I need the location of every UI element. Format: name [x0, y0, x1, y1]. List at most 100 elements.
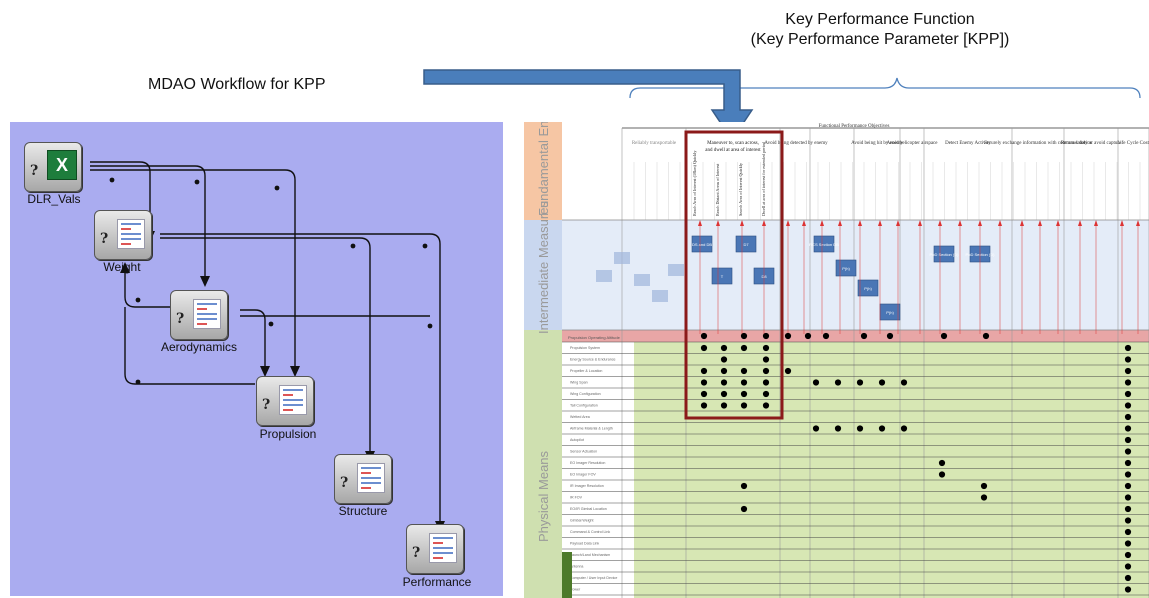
unknown-status-icon: ? [340, 475, 349, 491]
node-propulsion[interactable]: ? [256, 376, 314, 426]
relationship-dot [1124, 528, 1132, 536]
relationship-dot [1124, 448, 1132, 455]
relationship-dot [878, 425, 886, 432]
relationship-dot [1124, 471, 1132, 478]
relationship-dot [740, 379, 748, 386]
red-arrowhead [698, 220, 702, 226]
relationship-dot [740, 390, 748, 398]
red-arrowhead [958, 220, 962, 226]
relationship-dot [900, 425, 908, 432]
relationship-dot [700, 332, 708, 340]
node-aerodynamics[interactable]: ? [170, 290, 228, 340]
relationship-dot [720, 367, 728, 375]
node-weight[interactable]: ? [94, 210, 152, 260]
document-icon [279, 385, 307, 415]
group-header: Avoid being hit by enemy [851, 141, 903, 146]
group-header: Securely exchange information with comma… [984, 141, 1093, 146]
red-arrowhead [1056, 220, 1060, 226]
band-bg-fundamental [524, 122, 562, 220]
node-label-dlr-vals: DLR_Vals [27, 192, 81, 206]
red-arrowhead [878, 220, 882, 226]
red-arrowhead [1094, 220, 1098, 226]
faded-measure-box [668, 264, 684, 276]
relationship-dot [720, 390, 728, 398]
row-label: Wetted Area [570, 415, 590, 419]
relationship-dot [804, 332, 812, 340]
relationship-dot [1124, 402, 1132, 409]
measure-box-label: RCS Section DB [809, 242, 839, 247]
group-header: Reliably transportable [632, 141, 677, 146]
mdao-label: MDAO Workflow for KPP [148, 76, 326, 93]
red-arrowhead [918, 220, 922, 226]
relationship-dot [784, 367, 792, 375]
relationship-dot [834, 425, 842, 432]
band-bg-physical [524, 330, 562, 598]
relationship-dot [1124, 379, 1132, 386]
node-dlr-vals[interactable]: ? X [24, 142, 82, 192]
header-text: Functional Performance Objectives [819, 124, 890, 129]
node-label-propulsion: Propulsion [259, 427, 317, 441]
kpf-title: Key Performance Function (Key Performanc… [700, 10, 1060, 50]
relationship-dot [1124, 494, 1132, 501]
relationship-dot [740, 402, 748, 409]
first-row-bg [562, 330, 1149, 342]
relationship-dot [886, 332, 894, 340]
measure-box [735, 235, 757, 253]
measure-box [933, 245, 955, 263]
measure-box-label: PoD Section (D) [966, 252, 996, 257]
relationship-dot [812, 425, 820, 432]
relationship-dot [740, 332, 748, 340]
relationship-dot [784, 332, 792, 340]
red-arrowhead [1136, 220, 1140, 226]
node-performance[interactable]: ? [406, 524, 464, 574]
relationship-dot [762, 379, 770, 386]
red-arrowhead [802, 220, 806, 226]
relationship-dot [1124, 413, 1132, 421]
measure-box-label: PoD Section (D) [930, 252, 960, 257]
row-label: Airframe Material & Length [570, 427, 613, 431]
red-arrowhead [786, 220, 790, 226]
red-arrowhead [762, 220, 766, 226]
kpp-highlight-frame [684, 130, 784, 420]
row-label: Launch/Land Mechanism [570, 553, 610, 557]
red-arrowhead [1038, 220, 1042, 226]
relationship-dot [762, 356, 770, 363]
row-label: Autopilot [570, 438, 584, 442]
red-arrowhead [1078, 220, 1082, 226]
excel-icon: X [47, 150, 77, 180]
relationship-dot [1124, 425, 1132, 432]
relationship-dot [938, 471, 946, 478]
node-structure[interactable]: ? [334, 454, 392, 504]
relationship-dot [982, 332, 990, 340]
relationship-dot [940, 332, 948, 340]
measure-box [835, 259, 857, 277]
measure-box-label: P(h) [842, 266, 850, 271]
matrix-graphics: Propulsion Operating AltitudeFunctional … [524, 122, 1149, 598]
row-label: Propulsion System [570, 346, 600, 350]
relationship-dot [856, 425, 864, 432]
relationship-dot [762, 390, 770, 398]
relationship-dot [1124, 505, 1132, 513]
measure-box [691, 235, 713, 253]
red-arrowhead [716, 220, 720, 226]
measure-box-label: T [721, 274, 724, 279]
workflow-connectors [90, 161, 445, 532]
relationship-dot [700, 344, 708, 352]
fundamental-area [562, 122, 1149, 220]
relationship-dot [980, 482, 988, 490]
relationship-dot [720, 379, 728, 386]
relationship-dot [1124, 517, 1132, 524]
relationship-dot [938, 459, 946, 467]
red-arrowhead [1020, 220, 1024, 226]
relationship-dot [1124, 459, 1132, 467]
row-label: Energy Source & Endurance [570, 358, 616, 362]
relationship-dot [700, 379, 708, 386]
row-label: Command & Control Link [570, 530, 610, 534]
relationship-dot [740, 367, 748, 375]
red-arrowhead [820, 220, 824, 226]
group-header: Avoid helicopter airspace [887, 141, 939, 146]
row-label: EO/IR Gimbal Location [570, 507, 607, 511]
row-label: Wing Configuration [570, 392, 601, 396]
relationship-dot [1124, 574, 1132, 582]
